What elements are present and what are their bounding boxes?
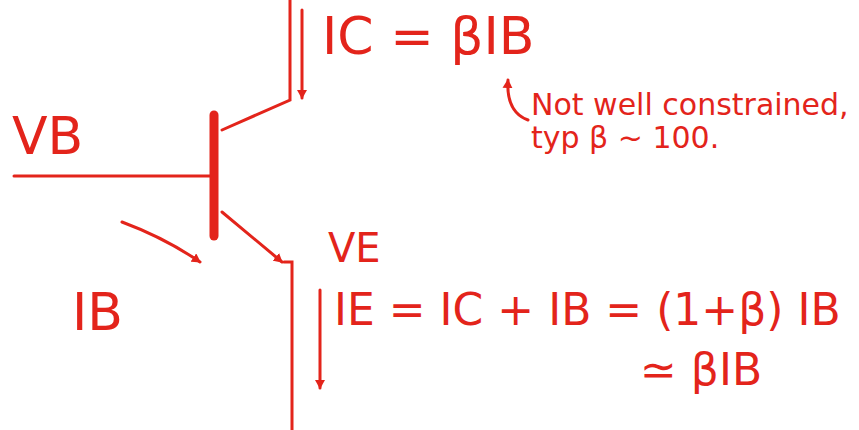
voltage-label: VB [12,108,83,165]
leader-arrow [508,80,528,120]
collector-wire [222,0,290,130]
current-equation: IE = IC + IB = (1+β) IB [334,286,841,334]
current-arrow [122,222,200,262]
emitter-wire [284,262,292,430]
current-equation: ≃ βIB [640,346,762,394]
current-arrow [319,290,322,388]
current-arrow [301,10,304,98]
base-bar [210,115,219,236]
voltage-label: VE [328,226,381,270]
emitter-arrow [222,212,282,262]
current-label: IB [72,284,123,341]
current-equation: IC = βIB [322,8,534,65]
note-text: Not well constrained, typ β ~ 100. [531,88,853,154]
base-wire [14,175,212,178]
